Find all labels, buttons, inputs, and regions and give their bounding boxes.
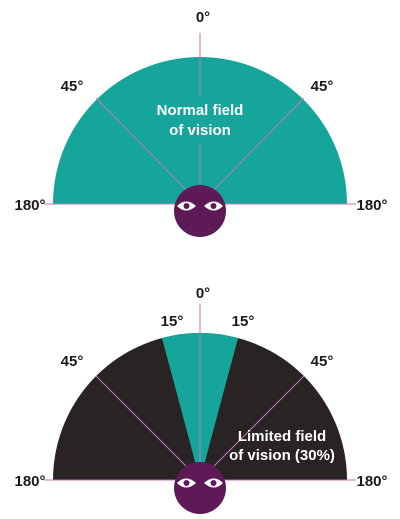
deg-label-45-left-limited: 45°	[61, 353, 84, 370]
deg-label-0: 0°	[196, 9, 210, 26]
deg-label-180-right-limited: 180°	[356, 473, 387, 490]
normal-field-label-line1: Normal field	[157, 102, 244, 119]
label-backdrop	[146, 96, 256, 144]
deg-label-45-right-limited: 45°	[311, 353, 334, 370]
normal-field-diagram: Normal field of vision 0° 45° 45° 180° 1…	[14, 9, 388, 237]
eyes-icon	[174, 462, 226, 514]
eyes-icon	[174, 185, 226, 237]
deg-label-45-right: 45°	[311, 78, 334, 95]
deg-label-180-left: 180°	[14, 197, 45, 214]
deg-label-0-limited: 0°	[196, 285, 210, 302]
limited-field-label-line2: of vision (30%)	[229, 447, 335, 464]
normal-field-label-line2: of vision	[169, 122, 231, 139]
guide-line-45-left-limited	[95, 375, 201, 481]
deg-label-15-left: 15°	[161, 313, 184, 330]
limited-field-diagram: Limited field of vision (30%) 0° 15° 15°…	[14, 285, 388, 514]
deg-label-45-left: 45°	[61, 78, 84, 95]
deg-label-15-right: 15°	[232, 313, 255, 330]
deg-label-180-right: 180°	[356, 197, 387, 214]
limited-field-label-line1: Limited field	[238, 428, 326, 445]
guide-line-45-left	[95, 97, 201, 205]
guide-line-45-right	[199, 97, 305, 205]
deg-label-180-left-limited: 180°	[14, 473, 45, 490]
guide-line-45-right-limited	[199, 375, 305, 481]
